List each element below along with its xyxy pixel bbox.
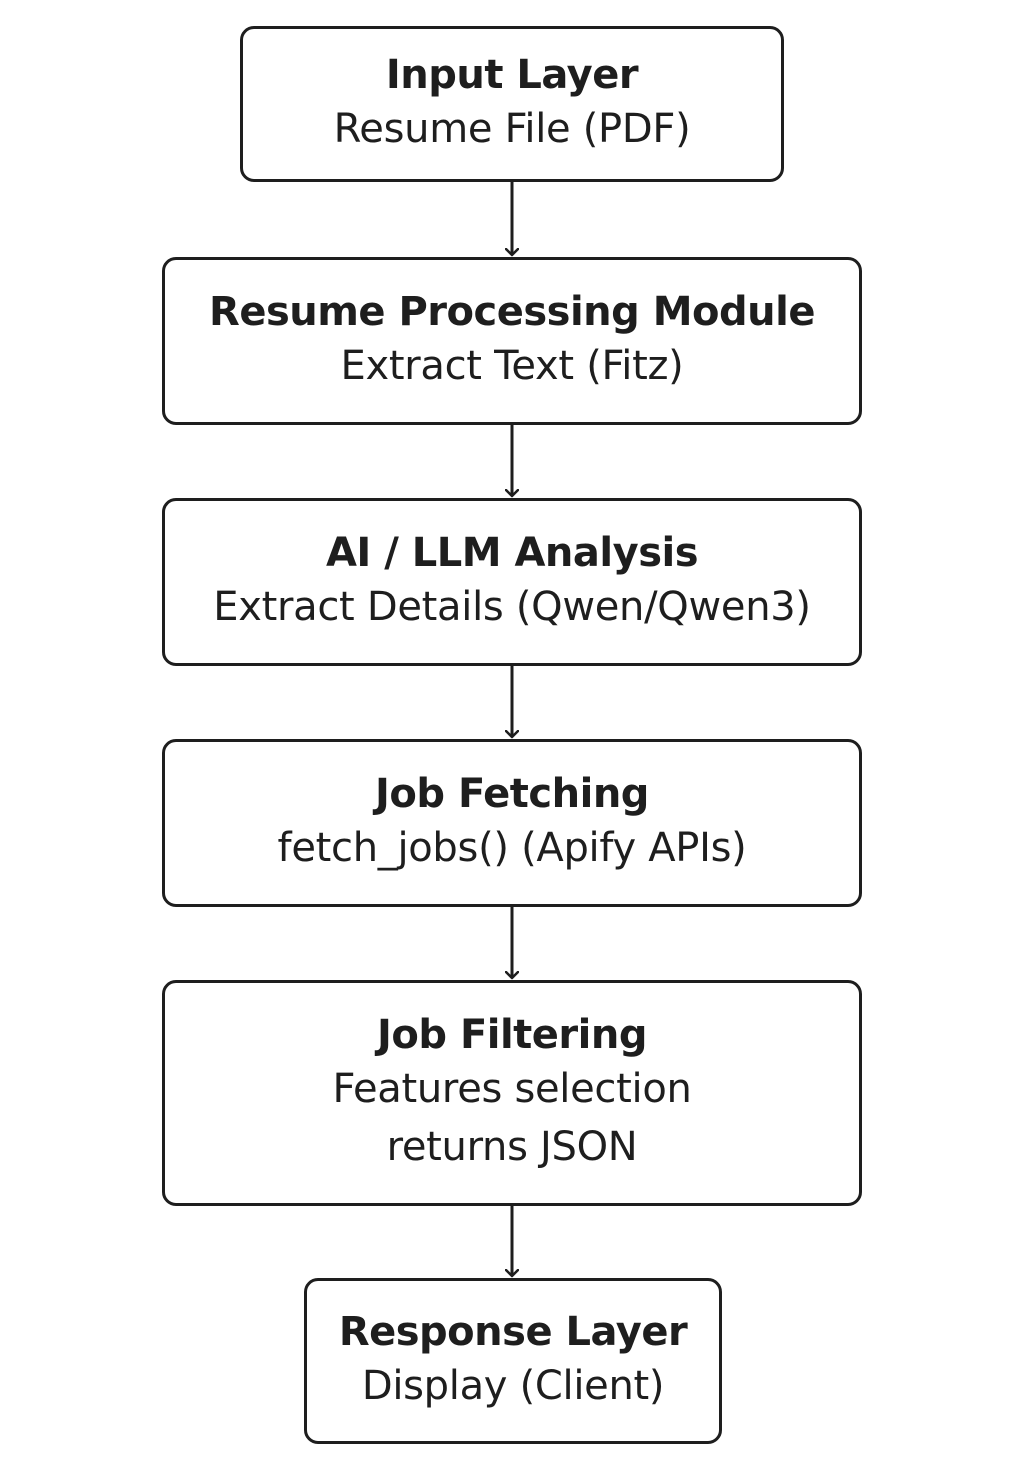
node-title: Job Fetching <box>375 771 649 817</box>
node-subtitle: Features selection <box>332 1066 692 1112</box>
node-response-layer: Response Layer Display (Client) <box>304 1278 722 1444</box>
node-job-fetching: Job Fetching fetch_jobs() (Apify APIs) <box>162 739 862 907</box>
node-title: AI / LLM Analysis <box>325 530 699 576</box>
node-subtitle: Display (Client) <box>361 1363 665 1409</box>
node-job-filtering: Job Filtering Features selection returns… <box>162 980 862 1206</box>
node-title: Resume Processing Module <box>209 289 815 335</box>
node-subtitle: Resume File (PDF) <box>333 106 691 152</box>
node-title: Input Layer <box>385 52 639 98</box>
node-resume-processing: Resume Processing Module Extract Text (F… <box>162 257 862 425</box>
node-subtitle: Extract Text (Fitz) <box>340 343 684 389</box>
node-subtitle-line-2: returns JSON <box>386 1124 638 1170</box>
node-ai-llm-analysis: AI / LLM Analysis Extract Details (Qwen/… <box>162 498 862 666</box>
node-title: Response Layer <box>338 1309 688 1355</box>
node-input-layer: Input Layer Resume File (PDF) <box>240 26 784 182</box>
node-subtitle: fetch_jobs() (Apify APIs) <box>277 825 747 871</box>
node-title: Job Filtering <box>377 1012 647 1058</box>
node-subtitle: Extract Details (Qwen/Qwen3) <box>213 584 811 630</box>
